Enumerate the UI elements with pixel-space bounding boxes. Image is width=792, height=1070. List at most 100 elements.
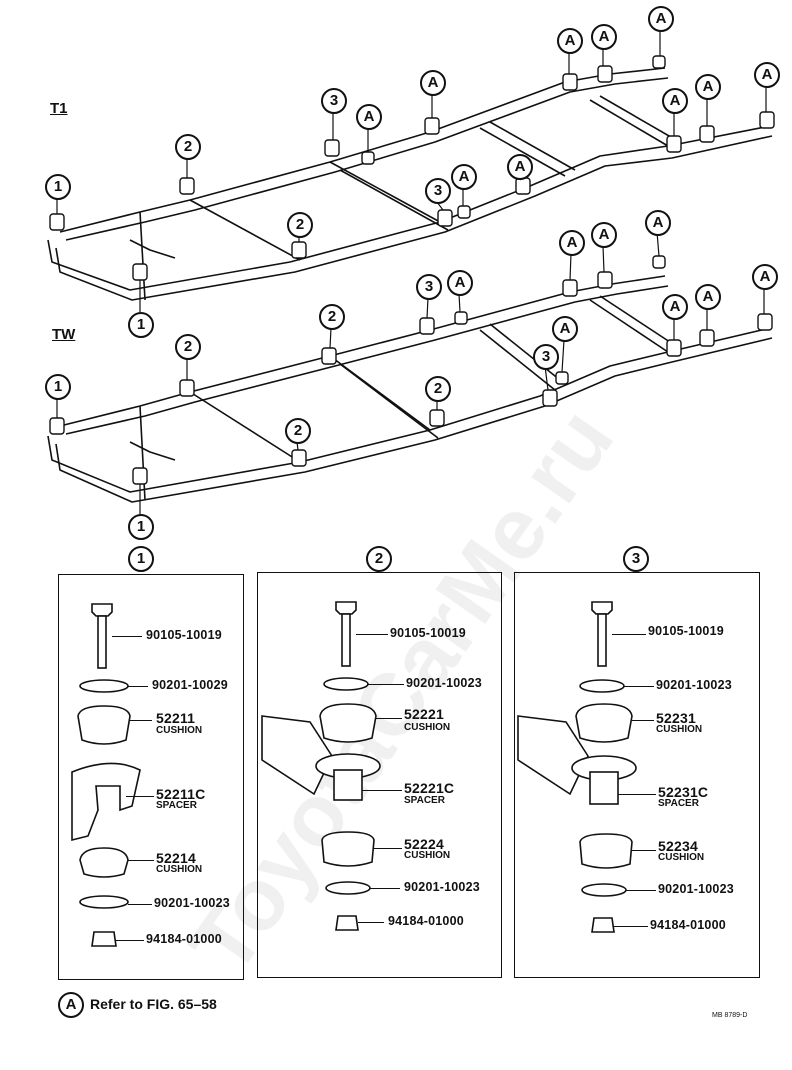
callout-a: A xyxy=(557,28,583,54)
callout-a: A xyxy=(695,74,721,100)
panel-part-sketches xyxy=(71,601,637,947)
callout-a: A xyxy=(662,294,688,320)
panel-3-sketches xyxy=(517,601,637,933)
leader-line xyxy=(612,634,646,635)
callout-a: A xyxy=(754,62,780,88)
leader-line xyxy=(356,634,388,635)
callout-3: 3 xyxy=(321,88,347,114)
callout-a: A xyxy=(559,230,585,256)
callout-a: A xyxy=(695,284,721,310)
leader-line xyxy=(370,888,400,889)
frame-tw-drawing xyxy=(47,275,773,503)
frame-t1-drawing xyxy=(47,67,773,301)
part-description: SPACER xyxy=(404,795,445,806)
part-number: 90201-10023 xyxy=(658,882,734,896)
leader-line xyxy=(112,636,142,637)
callout-2: 2 xyxy=(175,134,201,160)
callout-a: A xyxy=(451,164,477,190)
frame-label-tw: TW xyxy=(52,326,76,343)
callout-3: 3 xyxy=(416,274,442,300)
leader-line xyxy=(624,686,654,687)
part-description: CUSHION xyxy=(404,722,451,733)
leader-line xyxy=(116,940,144,941)
panel-2-sketches xyxy=(261,601,381,931)
part-number: 52214 xyxy=(156,850,196,866)
callout-a: A xyxy=(662,88,688,114)
part-description: CUSHION xyxy=(156,864,203,875)
callout-2: 2 xyxy=(425,376,451,402)
part-number: 90201-10023 xyxy=(404,880,480,894)
leader-line xyxy=(618,794,656,795)
callout-a: A xyxy=(591,24,617,50)
leader-line xyxy=(376,718,402,719)
part-number: 52221 xyxy=(404,706,444,722)
part-description: CUSHION xyxy=(156,725,203,736)
leader-line xyxy=(128,686,148,687)
panel-3 xyxy=(514,572,760,978)
leader-line xyxy=(614,926,648,927)
leader-line xyxy=(626,890,656,891)
callout-a: A xyxy=(645,210,671,236)
callout-2: 2 xyxy=(285,418,311,444)
part-number: 90201-10023 xyxy=(656,678,732,692)
panel-2 xyxy=(257,572,502,978)
part-number: 52231C xyxy=(658,784,709,800)
leader-line xyxy=(128,860,154,861)
part-number: 52221C xyxy=(404,780,455,796)
part-number: 94184-01000 xyxy=(388,914,464,928)
callout-a: A xyxy=(591,222,617,248)
frame-label-t1: T1 xyxy=(50,100,68,117)
part-number: 94184-01000 xyxy=(146,932,222,946)
leader-line xyxy=(374,848,402,849)
callout-a: A xyxy=(507,154,533,180)
panel-1-sketches xyxy=(71,603,141,947)
part-number: 90105-10019 xyxy=(390,626,466,640)
callout-1: 1 xyxy=(128,312,154,338)
part-number: 52234 xyxy=(658,838,698,854)
callout-1: 1 xyxy=(45,174,71,200)
callout-a: A xyxy=(356,104,382,130)
panel-2-header: 2 xyxy=(366,546,392,572)
part-description: CUSHION xyxy=(404,850,451,861)
callout-a: A xyxy=(447,270,473,296)
callout-2: 2 xyxy=(319,304,345,330)
part-description: SPACER xyxy=(156,800,197,811)
callout-a: A xyxy=(648,6,674,32)
part-number: 52224 xyxy=(404,836,444,852)
part-number: 52211C xyxy=(156,786,206,802)
part-number: 94184-01000 xyxy=(650,918,726,932)
panel-1-header: 1 xyxy=(128,546,154,572)
leader-line xyxy=(128,904,152,905)
part-description: CUSHION xyxy=(658,852,705,863)
callout-a: A xyxy=(552,316,578,342)
part-number: 90201-10023 xyxy=(406,676,482,690)
callout-a: A xyxy=(752,264,778,290)
part-number: 90105-10019 xyxy=(146,628,222,642)
leader-line xyxy=(368,684,404,685)
footer-reference-note: Refer to FIG. 65–58 xyxy=(90,996,217,1012)
panel-1 xyxy=(58,574,244,980)
callout-2: 2 xyxy=(175,334,201,360)
part-number: 90201-10029 xyxy=(152,678,228,692)
part-description: CUSHION xyxy=(656,724,703,735)
callout-a: A xyxy=(420,70,446,96)
leader-line xyxy=(632,850,656,851)
part-number: 52231 xyxy=(656,710,696,726)
callout-2: 2 xyxy=(287,212,313,238)
frame-leader-lines xyxy=(56,32,767,514)
part-number: 52211 xyxy=(156,710,196,726)
part-number: 90105-10019 xyxy=(648,624,724,638)
part-number: 90201-10023 xyxy=(154,896,230,910)
leader-line xyxy=(126,796,154,797)
leader-line xyxy=(358,922,384,923)
callout-3: 3 xyxy=(533,344,559,370)
diagram-code: MB 8789-D xyxy=(712,1012,748,1019)
leader-line xyxy=(632,720,654,721)
callout-1: 1 xyxy=(45,374,71,400)
leader-line xyxy=(130,720,152,721)
panel-3-header: 3 xyxy=(623,546,649,572)
callout-3: 3 xyxy=(425,178,451,204)
footer-callout-a: A xyxy=(58,992,84,1018)
frame-mount-studs xyxy=(49,55,775,485)
